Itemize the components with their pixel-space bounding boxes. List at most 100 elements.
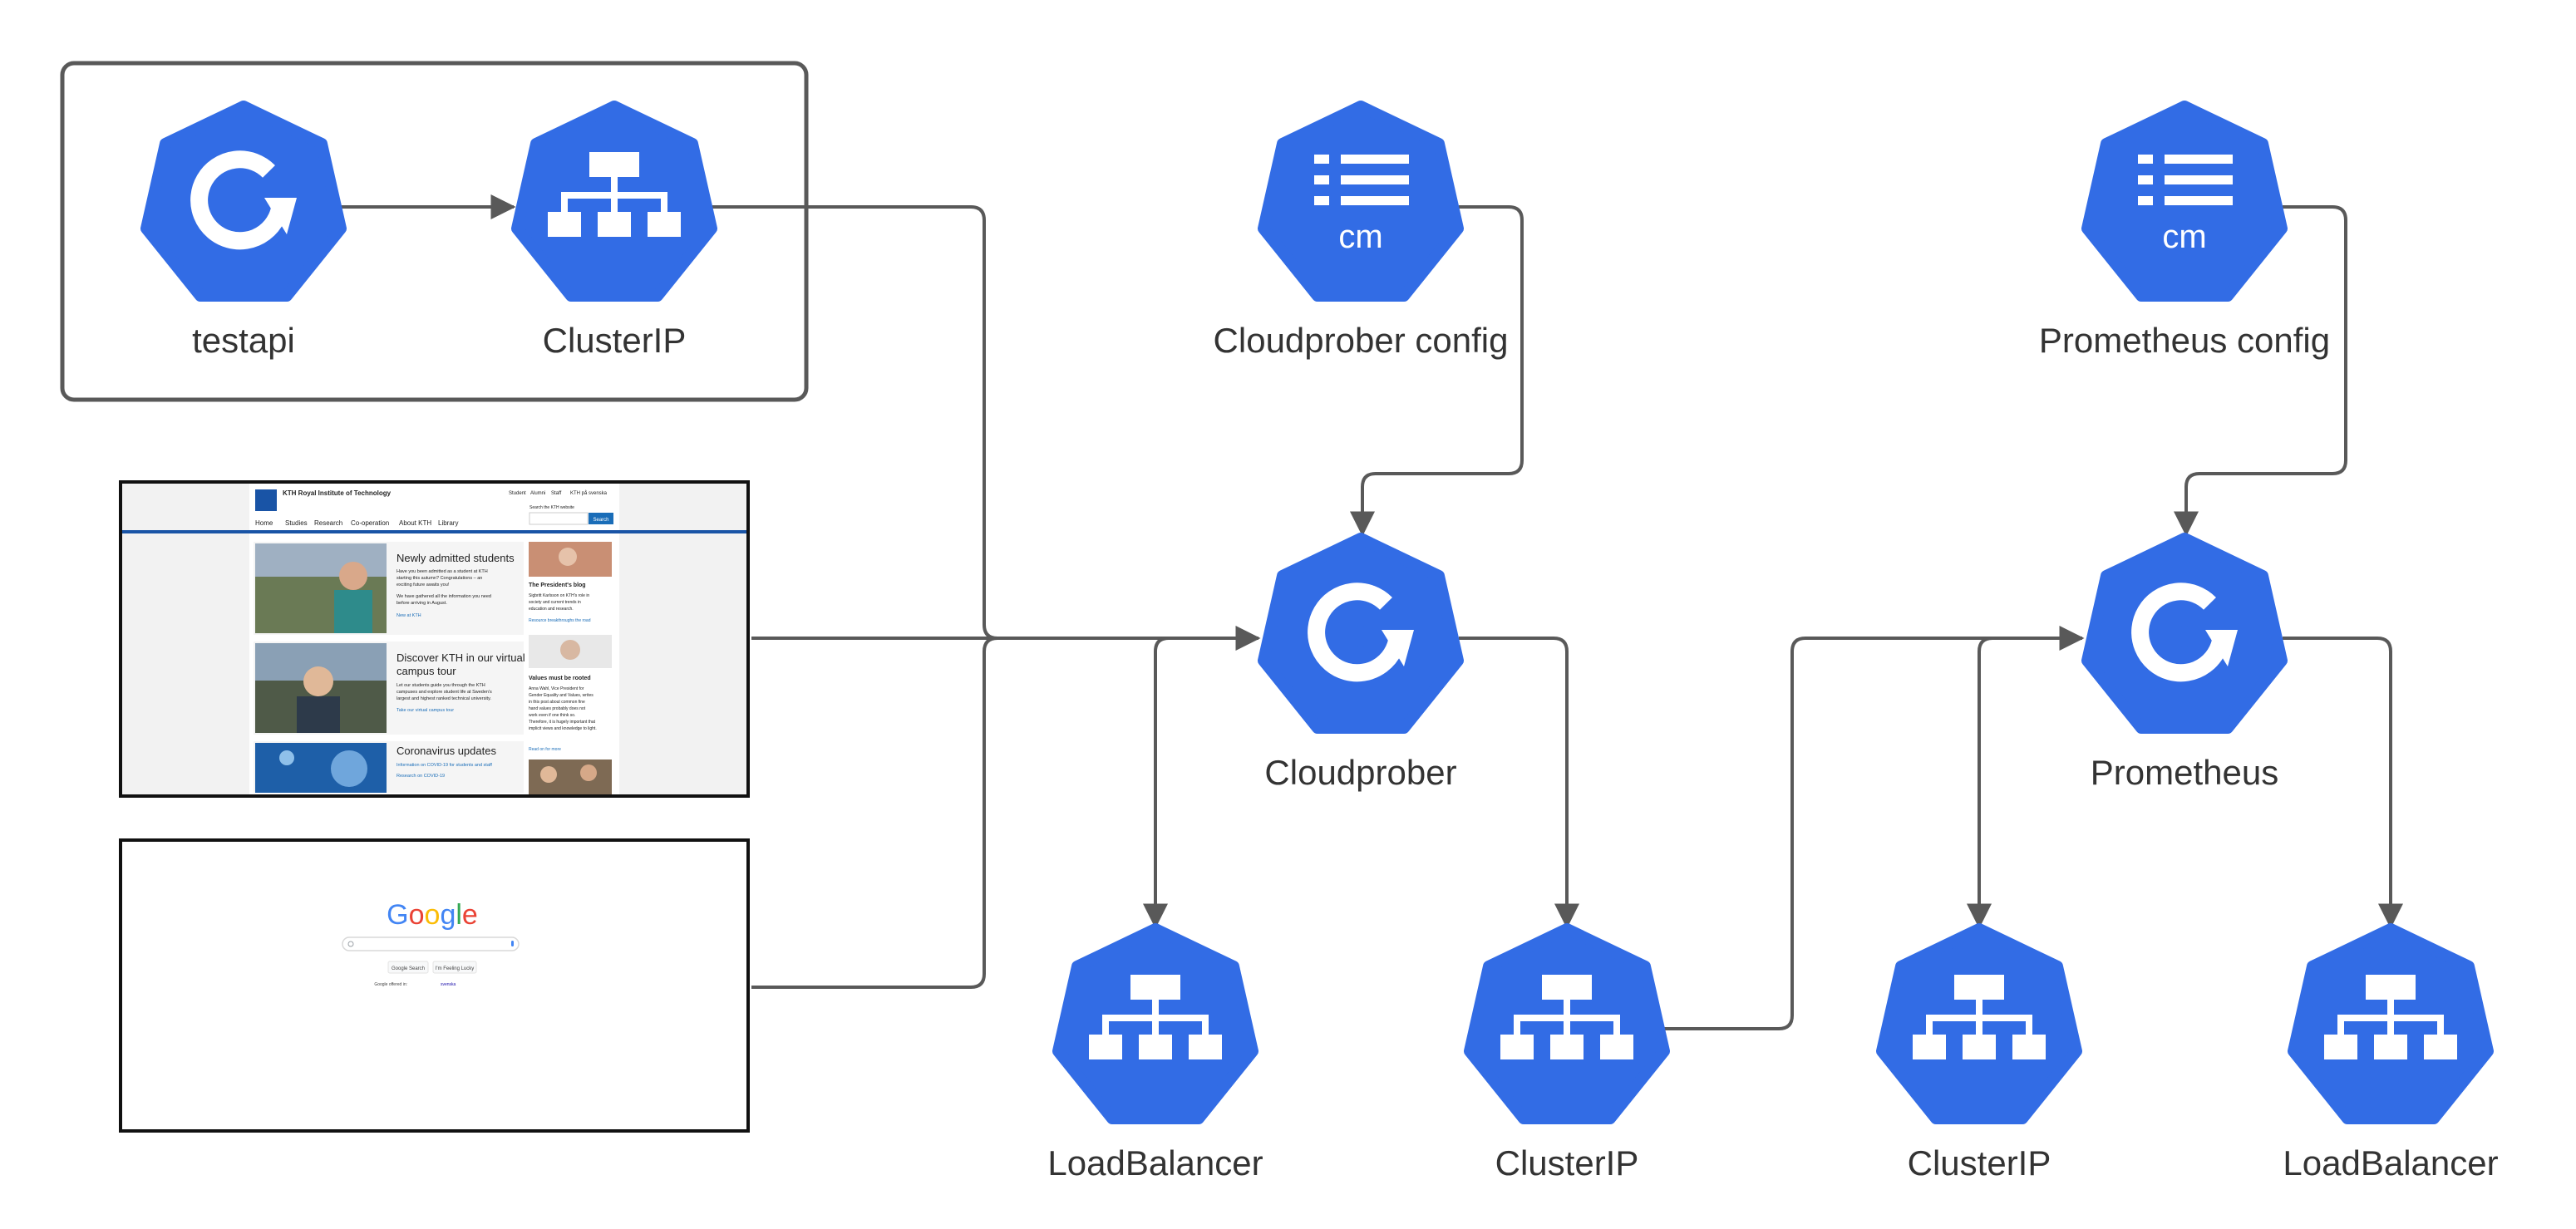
google-homepage-screenshot: Google Google Search I'm Feeling Lucky G… bbox=[119, 838, 750, 1133]
node-loadbalancer-prometheus bbox=[2293, 929, 2488, 1118]
kth-sidebar-link: Resource breakthroughs the road bbox=[529, 618, 591, 623]
kth-sidebar-body: work even if one think so. bbox=[529, 713, 575, 718]
edge-cloudprober-config-to-cloudprober bbox=[1350, 205, 1524, 537]
kth-nav-item: Home bbox=[255, 519, 273, 527]
kth-card-body: Let our students guide you through the K… bbox=[396, 683, 485, 688]
kth-card-body: exciting future awaits you! bbox=[396, 583, 450, 587]
kth-search-label: Search the KTH website bbox=[529, 505, 574, 510]
configmap-icon bbox=[1314, 155, 1409, 205]
feeling-lucky-button-label: I'm Feeling Lucky bbox=[436, 966, 475, 971]
kth-sidebar-body: Therefore, it is hugely important that bbox=[529, 720, 596, 725]
kth-card-body: Have you been admitted as a student at K… bbox=[396, 569, 488, 574]
node-label-clusterip-app: ClusterIP bbox=[543, 321, 687, 360]
google-search-button-label: Google Search bbox=[392, 966, 425, 971]
kth-sidebar-body: education and research. bbox=[529, 607, 574, 612]
kth-nav-item: Studies bbox=[285, 519, 308, 527]
kth-card-title: Newly admitted students bbox=[396, 552, 515, 564]
node-clusterip-cloudprober bbox=[1470, 929, 1664, 1118]
google-logo-letter: o bbox=[425, 899, 441, 931]
google-logo-letter: G bbox=[387, 899, 408, 931]
google-logo-letter: g bbox=[440, 899, 456, 931]
kth-card-link: New at KTH bbox=[396, 613, 421, 618]
node-cloudprober-config: cm bbox=[1263, 106, 1458, 296]
edge-cloudprober-to-loadbalancer bbox=[1143, 637, 1258, 929]
edge-clusterip-to-cloudprober bbox=[712, 205, 1261, 651]
kth-card-body: We have gathered all the information you… bbox=[396, 594, 491, 599]
kth-nav-item: About KTH bbox=[399, 519, 431, 527]
edge-cloudprober-to-clusterip bbox=[1459, 637, 1579, 929]
kth-card-link: Research on COVID-19 bbox=[396, 774, 445, 779]
kth-top-link: Staff bbox=[551, 491, 562, 496]
kth-card-title: Coronavirus updates bbox=[396, 745, 496, 757]
kth-search-button-label: Search bbox=[593, 518, 608, 523]
google-search-button bbox=[387, 961, 429, 974]
kth-card-body: starting this autumn? Congratulations – … bbox=[396, 576, 482, 581]
node-label-loadbalancer-cloudprober: LoadBalancer bbox=[1047, 1143, 1263, 1182]
kth-top-link: Student bbox=[509, 491, 526, 496]
google-logo: Google bbox=[387, 899, 478, 931]
kth-sidebar-body: in this post about common fine bbox=[529, 700, 585, 705]
edge-prometheus-to-clusterip bbox=[1967, 637, 2082, 929]
edge-clusterip-to-prometheus bbox=[1663, 626, 2085, 1030]
google-logo-letter: l bbox=[456, 899, 462, 931]
node-clusterip-prometheus bbox=[1882, 929, 2076, 1118]
node-label-loadbalancer-prometheus: LoadBalancer bbox=[2283, 1143, 2498, 1182]
kth-site-name: KTH Royal Institute of Technology bbox=[283, 489, 392, 497]
kth-top-link: Alumni bbox=[530, 491, 545, 496]
node-clusterip-app bbox=[517, 106, 712, 296]
configmap-icon bbox=[2138, 155, 2233, 205]
node-label-clusterip-cloudprober: ClusterIP bbox=[1495, 1143, 1639, 1182]
kth-top-link: KTH på svenska bbox=[570, 490, 608, 496]
feeling-lucky-button bbox=[432, 961, 477, 974]
kth-sidebar-body: implicit views and knowledge to light. bbox=[529, 726, 597, 731]
node-label-clusterip-prometheus: ClusterIP bbox=[1908, 1143, 2051, 1182]
kth-sidebar-title: Values must be rooted bbox=[529, 676, 591, 681]
google-logo-letter: e bbox=[462, 899, 478, 931]
kth-card-title: Discover KTH in our virtual bbox=[396, 651, 525, 664]
edge-prometheus-to-loadbalancer bbox=[2283, 637, 2403, 929]
edge-google-to-cloudprober bbox=[751, 637, 998, 989]
kth-sidebar-body: Gender Equality and Values, writes bbox=[529, 693, 594, 698]
kth-logo bbox=[255, 489, 277, 511]
google-offered-lang: svenska bbox=[441, 982, 456, 987]
kth-card-body: before arriving in August. bbox=[396, 601, 447, 606]
kth-sidebar-body: hand values probably does not bbox=[529, 706, 586, 711]
kth-card-link: Take our virtual campus tour bbox=[396, 708, 454, 713]
kth-nav-bar-line bbox=[122, 530, 746, 533]
node-prometheus-config: cm bbox=[2087, 106, 2282, 296]
configmap-icon-text: cm bbox=[2162, 219, 2206, 255]
node-testapi bbox=[146, 106, 341, 296]
kth-website-screenshot: KTH Royal Institute of Technology Studen… bbox=[119, 480, 750, 798]
configmap-icon-text: cm bbox=[1338, 219, 1382, 255]
kth-nav-item: Co-operation bbox=[351, 519, 389, 527]
kth-sidebar-body: Sigbritt Karlsson on KTH's role in bbox=[529, 593, 589, 598]
node-label-cloudprober: Cloudprober bbox=[1264, 753, 1456, 792]
node-label-prometheus-config: Prometheus config bbox=[2039, 321, 2330, 360]
kth-search-button bbox=[589, 513, 613, 524]
node-loadbalancer-cloudprober bbox=[1058, 929, 1253, 1118]
kth-sidebar-body: society and current trends in bbox=[529, 600, 581, 605]
edge-prometheus-config-to-prometheus bbox=[2174, 205, 2347, 537]
google-search-input bbox=[342, 936, 520, 951]
kth-nav-item: Library bbox=[438, 519, 458, 527]
app-group-box bbox=[60, 61, 809, 402]
kth-nav-item: Research bbox=[314, 519, 342, 527]
node-label-cloudprober-config: Cloudprober config bbox=[1214, 321, 1509, 360]
kth-card-title: campus tour bbox=[396, 665, 456, 677]
kth-sidebar-body: Anna Wahl, Vice President for bbox=[529, 686, 584, 691]
node-label-testapi: testapi bbox=[192, 321, 295, 360]
kth-sidebar-title: The President's blog bbox=[529, 583, 586, 588]
microphone-icon bbox=[511, 941, 514, 946]
kth-sidebar-link: Read on for more bbox=[529, 747, 561, 752]
connectors bbox=[341, 194, 2403, 1030]
kth-card-body: campuses and explore student life at Swe… bbox=[396, 690, 492, 695]
node-label-prometheus: Prometheus bbox=[2091, 753, 2278, 792]
kth-card-link: Information on COVID-19 for students and… bbox=[396, 763, 492, 768]
google-logo-letter: o bbox=[409, 899, 425, 931]
google-offered-in: Google offered in: bbox=[374, 982, 407, 987]
node-prometheus bbox=[2087, 538, 2282, 728]
kth-search-input bbox=[529, 512, 589, 525]
kth-card-body: largest and highest ranked technical uni… bbox=[396, 696, 491, 701]
search-icon bbox=[347, 941, 354, 947]
